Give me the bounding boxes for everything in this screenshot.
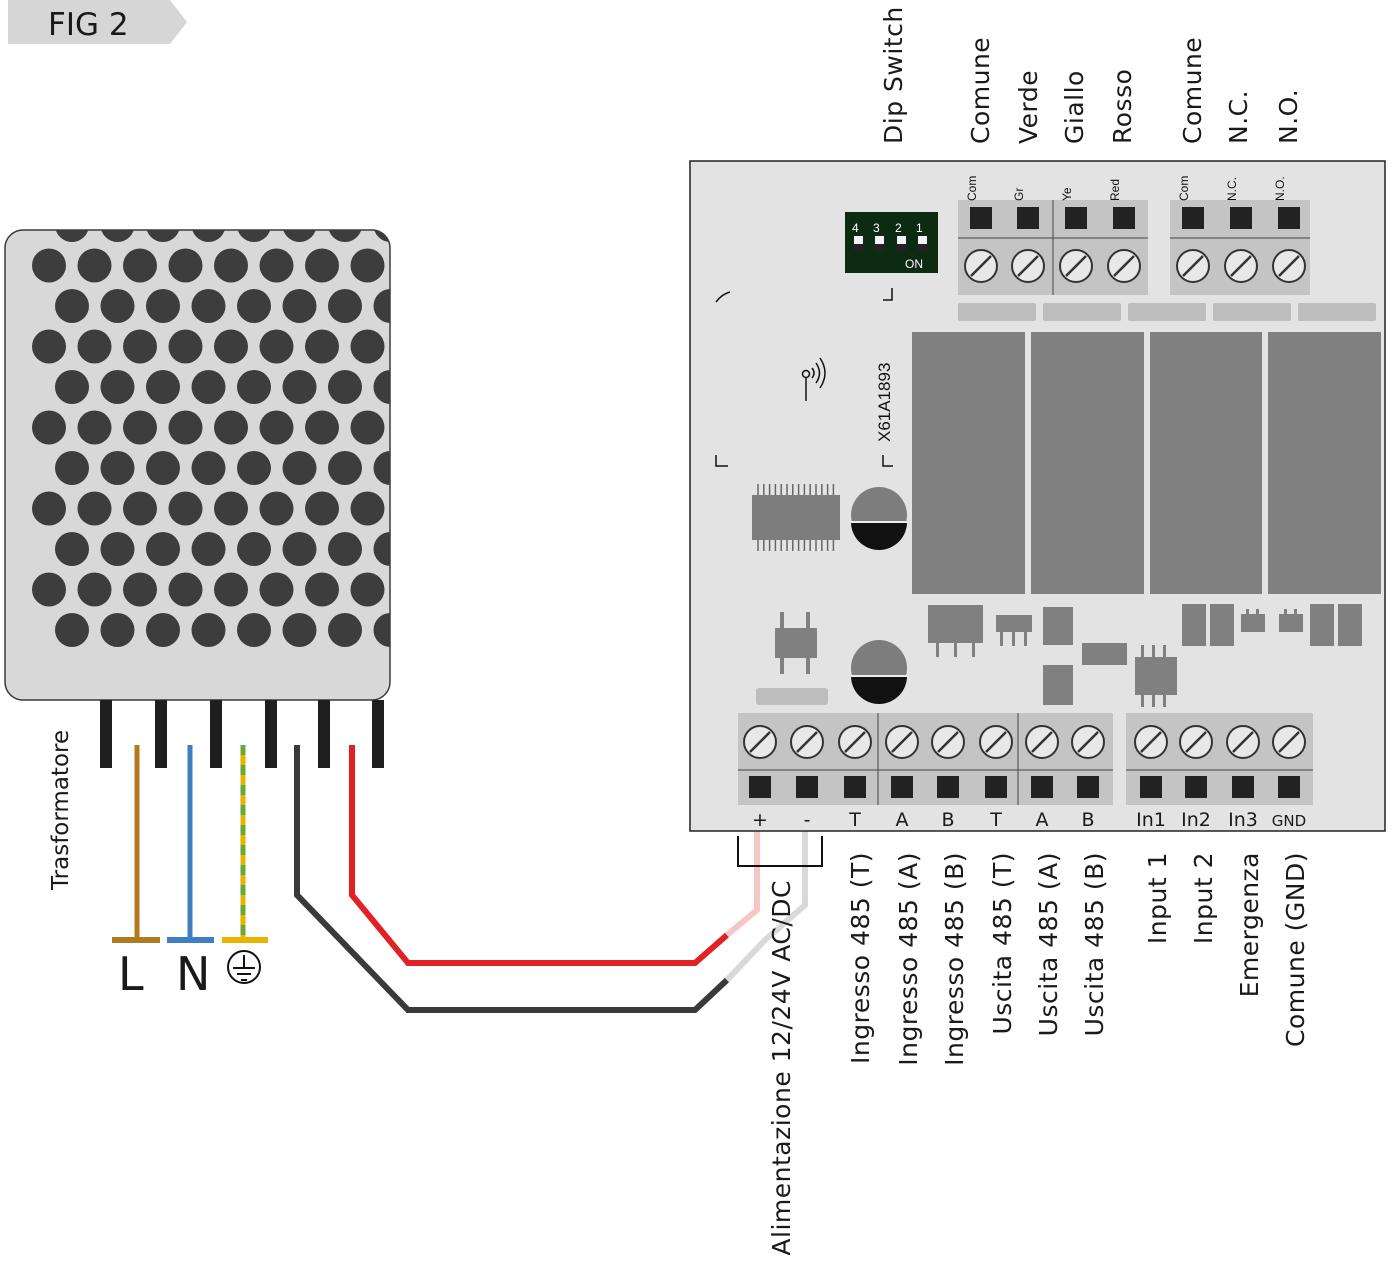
mains-label-n: N <box>176 947 210 1001</box>
bottom-terminal[interactable]: In1 <box>1133 724 1169 831</box>
top-terminal[interactable]: Gr <box>1010 188 1046 284</box>
bottom-terminal-code: In3 <box>1228 809 1258 831</box>
bottom-terminal-code: B <box>1081 809 1094 831</box>
bottom-terminal[interactable]: In2 <box>1178 724 1214 831</box>
bottom-terminal-code: In1 <box>1136 809 1166 831</box>
bottom-terminal-code: B <box>941 809 954 831</box>
transformer-pins <box>100 700 384 768</box>
bottom-terminal-name: Uscita 485 (A) <box>1034 852 1063 1036</box>
top-terminal-name: Comune <box>1178 37 1207 144</box>
bottom-terminal-code: T <box>989 809 1002 831</box>
dip-number-1: 1 <box>916 221 923 235</box>
top-terminal-name: Verde <box>1014 70 1043 144</box>
top-terminal-code: Gr <box>1012 188 1026 201</box>
small-components <box>756 604 1362 707</box>
dip-switch: 4 3 2 1 ON <box>845 212 938 273</box>
bottom-terminal-code: A <box>1036 809 1049 831</box>
bottom-terminal-name: Uscita 485 (B) <box>1080 852 1109 1036</box>
top-terminal[interactable]: Ye <box>1058 187 1094 284</box>
top-terminal[interactable]: Red <box>1106 179 1142 284</box>
pad-row <box>958 303 1376 321</box>
board-code: X61A1893 <box>875 363 894 442</box>
transformer-label: Trasformatore <box>48 730 74 891</box>
bottom-terminal-name: Ingresso 485 (T) <box>846 852 875 1064</box>
bottom-terminal[interactable]: GND <box>1271 724 1307 830</box>
top-terminal-name: Comune <box>966 37 995 144</box>
top-terminal-name: Giallo <box>1060 70 1089 144</box>
dip-switch-label: Dip Switch <box>879 6 908 144</box>
bottom-terminal[interactable]: - <box>789 724 825 831</box>
top-terminal[interactable]: N.C. <box>1223 177 1259 284</box>
board-markings <box>715 288 893 467</box>
bottom-terminal-name: Ingresso 485 (B) <box>940 852 969 1066</box>
control-board: 4 3 2 1 ON X61A1893 <box>689 160 1386 832</box>
bottom-terminal[interactable]: In3 <box>1225 724 1261 831</box>
power-wires <box>294 745 808 1013</box>
bottom-terminal[interactable]: B <box>930 724 966 831</box>
top-terminal-code: N.O. <box>1273 176 1287 201</box>
bottom-terminal[interactable]: A <box>884 724 920 831</box>
earth-icon <box>227 950 261 984</box>
top-terminal-code: Com <box>1177 176 1191 201</box>
top-terminal-code: N.C. <box>1225 177 1239 201</box>
top-terminal-code: Ye <box>1060 187 1074 201</box>
bottom-terminal-name: Emergenza <box>1235 852 1264 997</box>
bottom-terminal-name: Input 2 <box>1189 852 1218 944</box>
bottom-terminal-code: A <box>896 809 909 831</box>
dip-on-label: ON <box>905 257 923 271</box>
bottom-terminal-name: Ingresso 485 (A) <box>894 852 923 1066</box>
bottom-terminal-name: Uscita 485 (T) <box>988 852 1017 1035</box>
top-terminal[interactable]: Com <box>1175 176 1211 284</box>
dip-number-3: 3 <box>873 221 880 235</box>
relay-2 <box>1031 332 1144 594</box>
power-supply-label: Alimentazione 12/24V AC/DC <box>767 880 796 1256</box>
bottom-terminal[interactable]: T <box>978 724 1014 831</box>
relay-4 <box>1268 332 1381 594</box>
power-bracket <box>737 836 823 867</box>
dip-number-2: 2 <box>895 221 902 235</box>
top-terminal-name: N.O. <box>1274 89 1303 144</box>
transformer: Trasformatore <box>4 229 391 891</box>
figure-tag: FIG 2 <box>8 0 187 44</box>
bottom-terminal[interactable]: T <box>837 724 873 831</box>
relay-1 <box>912 332 1025 594</box>
bottom-terminal[interactable]: + <box>742 724 778 831</box>
bottom-terminal-name: Comune (GND) <box>1281 852 1310 1047</box>
top-terminal[interactable]: N.O. <box>1271 176 1307 284</box>
relay-3 <box>1150 332 1262 594</box>
top-terminal-code: Com <box>965 176 979 201</box>
bottom-terminal-code: + <box>752 809 768 831</box>
figure-tag-text: FIG 2 <box>48 7 129 43</box>
bottom-terminal-code: In2 <box>1181 809 1211 831</box>
mains-wires: L N <box>112 745 268 1001</box>
bottom-terminal-code: T <box>848 809 861 831</box>
top-terminal[interactable]: Com <box>963 176 999 284</box>
bottom-terminal[interactable]: A <box>1024 724 1060 831</box>
wire-positive <box>349 745 729 966</box>
top-terminal-name: Rosso <box>1108 69 1137 144</box>
dip-number-4: 4 <box>852 221 859 235</box>
bottom-terminal-name: Input 1 <box>1143 852 1172 944</box>
transformer-vent-holes <box>32 230 390 647</box>
bottom-terminal[interactable]: B <box>1070 724 1106 831</box>
bottom-terminal-code: - <box>804 809 811 831</box>
relays <box>912 332 1381 594</box>
ic-chip <box>752 484 840 551</box>
bottom-terminal-code: GND <box>1272 812 1306 830</box>
top-terminal-code: Red <box>1108 179 1122 201</box>
wire-negative <box>294 745 730 1013</box>
bottom-terminal-blocks <box>738 713 1313 805</box>
capacitor-2 <box>851 640 907 704</box>
capacitor-1 <box>851 487 907 550</box>
top-terminal-name: N.C. <box>1224 90 1253 144</box>
antenna-icon <box>801 357 826 401</box>
mains-label-l: L <box>118 947 144 1001</box>
